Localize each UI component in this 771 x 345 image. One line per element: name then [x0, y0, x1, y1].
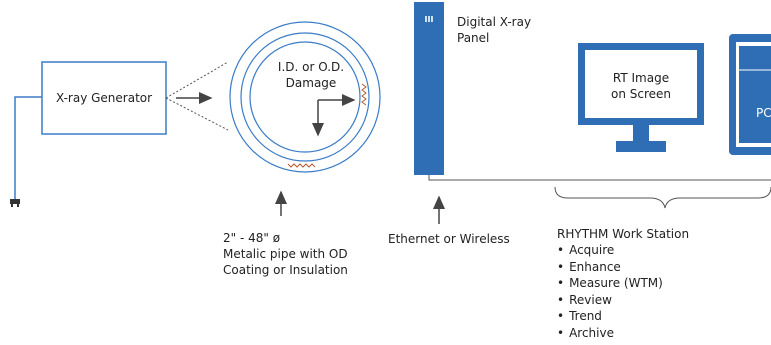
pc-label: PC	[756, 106, 771, 120]
workstation-title: RHYTHM Work Station	[557, 227, 690, 241]
monitor-icon	[578, 43, 704, 152]
power-cord	[14, 96, 42, 200]
feature-item: Measure (WTM)	[557, 275, 689, 292]
xray-generator-label: X-ray Generator	[56, 91, 152, 105]
monitor-label-line1: RT Image	[613, 71, 669, 85]
panel-label-line1: Digital X-ray	[457, 15, 531, 29]
damage-label-line2: Damage	[286, 76, 337, 90]
feature-item: Acquire	[557, 242, 689, 259]
panel-badge: III	[425, 15, 434, 24]
pipe-note-line1: 2" - 48" ø	[223, 231, 281, 245]
feature-item: Enhance	[557, 259, 689, 276]
workstation-brace	[554, 186, 771, 209]
damage-label-line1: I.D. or O.D.	[278, 60, 344, 74]
digital-xray-panel	[414, 2, 444, 175]
monitor-label-line2: on Screen	[611, 87, 671, 101]
connection-note: Ethernet or Wireless	[388, 231, 510, 247]
feature-item: Review	[557, 292, 689, 309]
pipe-cross-section	[229, 21, 381, 173]
beam-line-bottom	[165, 97, 229, 131]
pc-tower-icon	[729, 34, 771, 155]
pipe-note: 2" - 48" ø Metalic pipe with OD Coating …	[223, 230, 348, 278]
id-damage-mark	[361, 83, 367, 106]
panel-label-line2: Panel	[457, 31, 489, 45]
feature-item: Trend	[557, 308, 689, 325]
workstation-feature-list: Acquire Enhance Measure (WTM) Review Tre…	[557, 242, 689, 341]
od-damage-mark	[287, 163, 316, 168]
connection-note-label: Ethernet or Wireless	[388, 232, 510, 246]
feature-item: Archive	[557, 325, 689, 342]
beam-line-top	[165, 61, 229, 99]
power-plug-icon	[10, 199, 20, 207]
workstation-note: RHYTHM Work Station Acquire Enhance Meas…	[557, 226, 689, 341]
pipe-note-line3: Coating or Insulation	[223, 263, 348, 277]
pipe-note-line2: Metalic pipe with OD	[223, 247, 348, 261]
xray-generator-box	[41, 61, 167, 135]
network-connection-line	[428, 175, 771, 181]
